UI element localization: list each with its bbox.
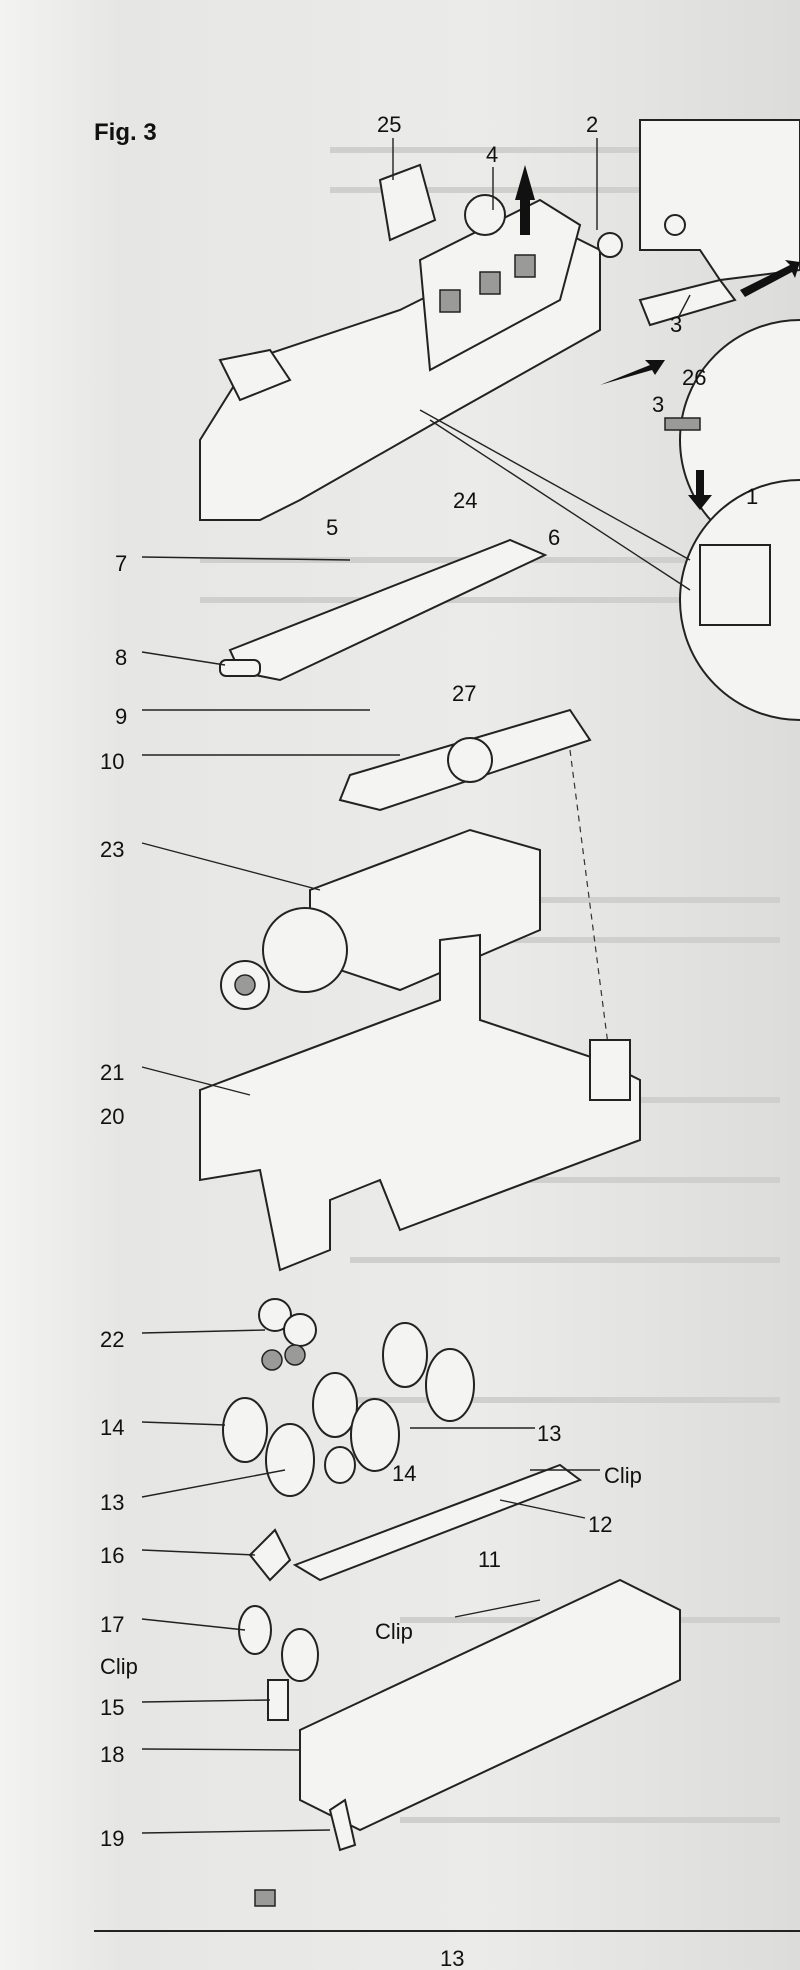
label-11: 11 [478,1547,501,1572]
label-24: 24 [453,488,477,513]
part-labels: Fig. 3 25 4 2 3 26 3 1 24 5 6 7 27 8 9 1… [94,112,758,1851]
figure-title: Fig. 3 [94,119,157,146]
chassis [199,933,641,1272]
label-clip-left: Clip [100,1654,138,1679]
label-3: 3 [670,312,682,337]
locomotive-body [199,163,601,521]
label-26: 26 [682,365,706,390]
label-9: 9 [115,704,127,729]
motor [220,828,541,1010]
bottom-plates [248,1463,681,1907]
label-17: 17 [100,1612,124,1637]
label-3-inset: 3 [652,392,664,417]
label-4: 4 [486,142,498,167]
label-22: 22 [100,1327,124,1352]
label-13-left: 13 [100,1490,124,1515]
cab-detail [419,119,800,721]
label-15: 15 [100,1695,124,1720]
page-number: 13 [440,1946,464,1970]
label-19: 19 [100,1826,124,1851]
gears-and-wheels [222,1298,475,1682]
label-7: 7 [115,551,127,576]
roof-part-25 [378,163,437,242]
label-5: 5 [326,515,338,540]
label-12: 12 [588,1512,612,1537]
label-14: 14 [100,1415,124,1440]
label-27: 27 [452,681,476,706]
leader-lines [141,138,691,1834]
label-8: 8 [115,645,127,670]
label-21: 21 [100,1060,124,1085]
label-2: 2 [586,112,598,137]
label-1: 1 [746,484,758,509]
label-13-right: 13 [537,1421,561,1446]
label-16: 16 [100,1543,124,1568]
label-6: 6 [548,525,560,550]
label-clip-mid: Clip [375,1619,413,1644]
label-20: 20 [100,1104,124,1129]
label-14-mid: 14 [392,1461,416,1486]
frame-parts [219,538,611,1061]
label-18: 18 [100,1742,124,1767]
label-25: 25 [377,112,401,137]
label-23: 23 [100,837,124,862]
label-clip-right: Clip [604,1463,642,1488]
label-10: 10 [100,749,124,774]
